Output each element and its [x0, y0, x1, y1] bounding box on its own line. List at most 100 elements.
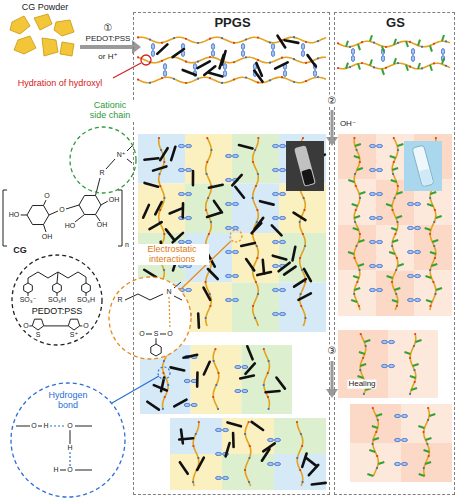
hydroxyl-dot	[210, 149, 212, 151]
atom-label: OH	[96, 221, 109, 229]
pedot-chain	[197, 61, 209, 68]
gel-patch	[170, 418, 222, 454]
polymer-chain	[410, 334, 416, 394]
crosslink	[163, 64, 166, 70]
hydroxyl-dot	[263, 348, 265, 350]
pedot-chain	[306, 458, 317, 467]
cationic-side-chain	[398, 264, 404, 266]
cationic-side-chain	[416, 340, 422, 342]
crosslink	[233, 226, 239, 229]
crosslink	[389, 364, 395, 367]
hydroxyl-dot	[393, 137, 395, 139]
hydroxyl-dot	[185, 61, 187, 63]
hydroxyl-dot	[162, 408, 164, 410]
pedot-chain	[197, 314, 200, 328]
crosslink	[186, 264, 192, 267]
pedot-chain	[220, 55, 224, 68]
crosslink	[377, 168, 383, 171]
ppgs-network	[170, 418, 326, 490]
crosslink	[408, 226, 414, 229]
clear-gel	[419, 169, 433, 186]
pedot-chain	[150, 222, 162, 229]
cationic-side-chain	[348, 180, 354, 182]
step-number: ①	[103, 22, 114, 33]
pedot-chain	[170, 208, 183, 213]
polymer-chain	[213, 349, 219, 409]
atom-label: OH	[41, 233, 54, 241]
crosslink	[268, 462, 274, 465]
atom-label: OH	[108, 196, 121, 204]
benzene-ring	[79, 195, 101, 214]
gel-patch	[241, 345, 292, 414]
crosslink	[273, 288, 279, 291]
crosslink	[223, 71, 226, 77]
reagent-label: PEDOT:PSS	[85, 35, 132, 44]
hydroxyl-dot	[349, 46, 351, 48]
cationic-side-chain	[430, 65, 432, 71]
hydroxyl-dot	[233, 42, 235, 44]
hydroxyl-dot	[244, 433, 246, 435]
hydroxyl-dot	[198, 421, 200, 423]
crosslink	[283, 71, 286, 77]
hydroxyl-dot	[361, 62, 363, 64]
hydroxyl-dot	[396, 257, 398, 259]
pedot-chain	[181, 203, 184, 217]
cationic-side-chain	[394, 39, 396, 45]
hydroxyl-dot	[359, 161, 361, 163]
crosslink	[370, 264, 376, 267]
crosslink	[186, 216, 192, 219]
crosslink	[382, 340, 388, 343]
chemical-bond	[146, 334, 152, 335]
hydroxyl-dot	[359, 197, 361, 199]
pedot-chain	[171, 147, 175, 160]
crosslink	[370, 168, 376, 171]
polymer-chain	[424, 408, 430, 476]
arrow-head	[326, 137, 338, 146]
material-label: CG Powder	[21, 3, 70, 13]
hydroxyl-dot	[244, 469, 246, 471]
crosslink	[273, 168, 279, 171]
hydroxyl-dot	[371, 443, 373, 445]
hydroxyl-dot	[302, 137, 304, 139]
crosslink	[408, 274, 414, 277]
cationic-side-chain	[419, 474, 425, 476]
hydroxyl-dot	[317, 40, 319, 42]
vial	[412, 145, 434, 187]
hydroxyl-dot	[300, 305, 302, 307]
crosslink	[408, 202, 414, 205]
hydroxyl-dot	[372, 407, 374, 409]
hydroxyl-dot	[304, 245, 306, 247]
hydroxyl-dot	[429, 305, 431, 307]
crosslink	[377, 144, 383, 147]
crosslink	[186, 288, 192, 291]
hydroxyl-dot	[209, 305, 211, 307]
pedot-chain	[174, 400, 186, 407]
hydroxyl-dot	[149, 82, 151, 84]
electrostatic-circle: Electrostatic interactions	[108, 276, 192, 360]
pss-backbone	[28, 272, 86, 278]
gs-network	[338, 330, 438, 398]
crosslink	[402, 462, 408, 465]
pedot-chain	[256, 63, 262, 76]
vial-photo	[404, 141, 442, 191]
hydroxyl-dot	[173, 78, 175, 80]
vial-photo	[286, 141, 324, 191]
hydroxyl-dot	[355, 209, 357, 211]
hydroxyl-dot	[255, 185, 257, 187]
ppgs-solution	[137, 36, 326, 84]
gel-patch	[414, 271, 452, 317]
pedot-chain	[204, 362, 210, 375]
benzene-ring	[53, 283, 62, 293]
atom-label: O	[138, 330, 145, 338]
crosslink	[273, 192, 279, 195]
hydroxyl-dot	[423, 467, 425, 469]
thiophene-ring	[68, 319, 79, 330]
crosslink	[415, 250, 421, 253]
crosslink	[411, 49, 414, 55]
cationic-side-chain	[354, 216, 360, 218]
atom-label: S	[35, 331, 42, 339]
hydroxyl-dot	[293, 81, 295, 83]
pedot-chain	[204, 66, 215, 75]
hydroxyl-dot	[427, 419, 429, 421]
cationic-side-chain	[442, 58, 444, 64]
